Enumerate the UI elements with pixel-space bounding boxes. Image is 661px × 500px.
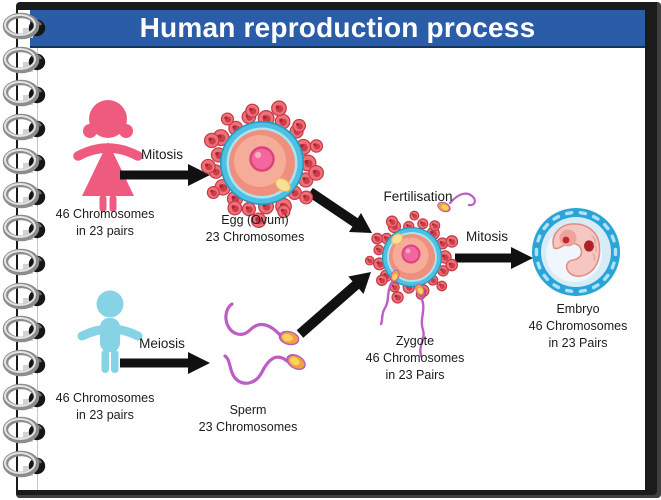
binder-ring [2, 450, 52, 479]
binder-ring [2, 46, 52, 75]
binder-ring [2, 12, 52, 41]
label-meiosis-male: Meiosis [139, 336, 185, 351]
zygote-cell [364, 210, 459, 358]
arrow-egg-to-zygote [307, 187, 372, 233]
binder-ring [2, 214, 52, 243]
page-edge-line [37, 10, 38, 490]
binder-ring [2, 181, 52, 210]
arrow-meiosis-male [120, 352, 210, 374]
arrow-sperm-to-zygote [296, 272, 371, 338]
page-title: Human reproduction process [139, 12, 536, 43]
arrow-mitosis-zygote [455, 247, 533, 269]
fertilising-sperm-icon [435, 192, 476, 215]
binder-ring [2, 79, 52, 108]
binder-ring [2, 315, 52, 344]
label-mitosis-zygote: Mitosis [465, 229, 508, 244]
zygote-caption: Zygote 46 Chromosomes in 23 Pairs [365, 334, 465, 382]
binder-ring [2, 248, 52, 277]
binder-ring [2, 416, 52, 445]
sperm-head-icon [283, 350, 309, 374]
male-caption: 46 Chromosomes in 23 pairs [55, 391, 155, 422]
sperm-head-icon [277, 328, 301, 348]
sperm-cells [223, 302, 289, 385]
sperm-caption: Sperm 23 Chromosomes [198, 403, 298, 434]
female-caption: 46 Chromosomes in 23 pairs [55, 207, 155, 238]
binder-ring [2, 113, 52, 142]
binder-ring [2, 349, 52, 378]
embryo-caption: Embryo 46 Chromosomes in 23 Pairs [528, 302, 628, 350]
embryo-cell [532, 208, 620, 296]
male-icon [77, 290, 143, 373]
label-fertilisation: Fertilisation [383, 189, 453, 204]
label-mitosis-female: Mitosis [140, 147, 183, 162]
binder-ring [2, 282, 52, 311]
title-banner: Human reproduction process [30, 10, 645, 48]
egg-caption: Egg (Ovum) 23 Chromosomes [205, 213, 305, 244]
binder-ring [2, 147, 52, 176]
binder-ring [2, 383, 52, 412]
spiral-binding [0, 0, 52, 500]
arrow-mitosis-female [120, 164, 210, 186]
egg-cell [200, 100, 325, 229]
female-icon [73, 100, 143, 212]
